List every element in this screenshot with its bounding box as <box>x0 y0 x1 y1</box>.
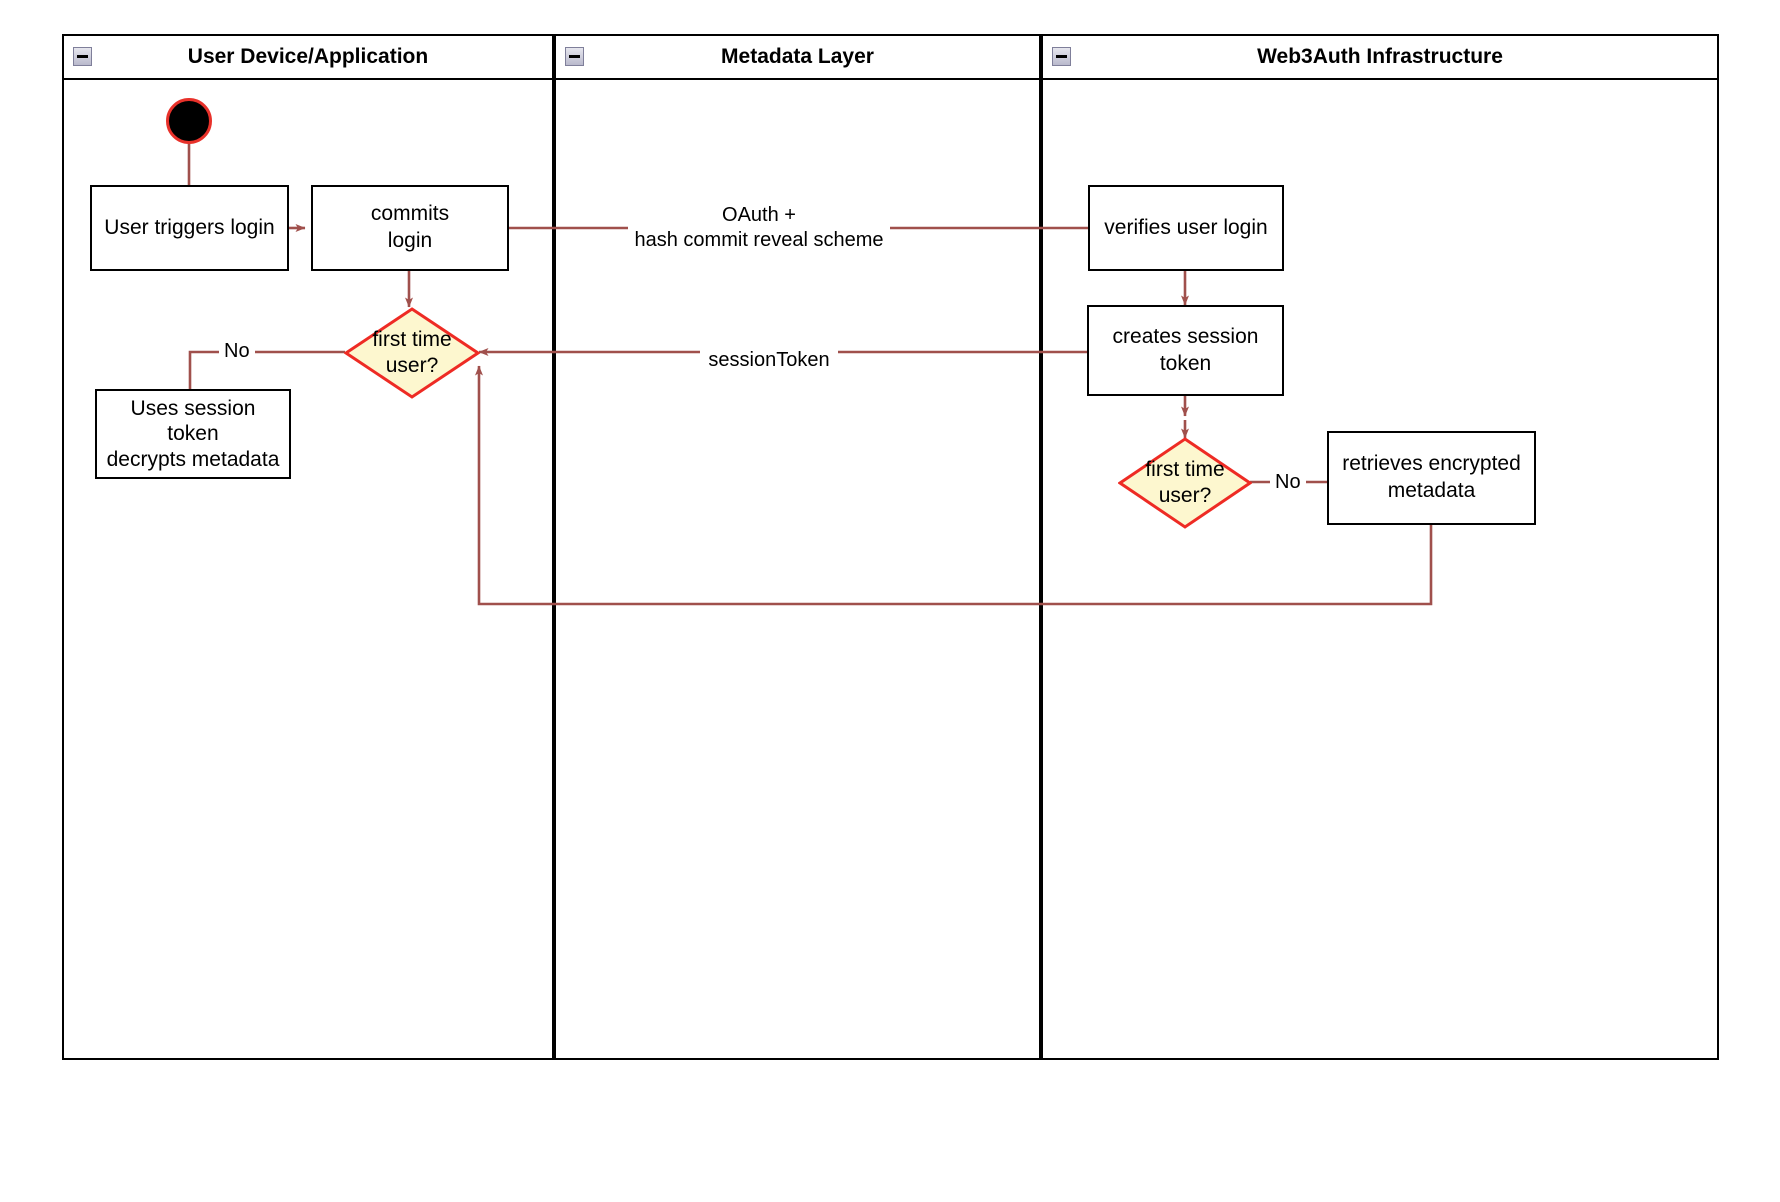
decision-label-left: first time user? <box>372 327 452 377</box>
collapse-minus-icon[interactable] <box>565 47 584 66</box>
node-decision-first-time-user-left[interactable]: first time user? <box>344 307 480 399</box>
edge-label-no-right: No <box>1270 470 1306 495</box>
node-uses-session-token[interactable]: Uses session token decrypts metadata <box>95 389 291 479</box>
start-node[interactable] <box>166 98 212 144</box>
node-retrieves-encrypted-metadata[interactable]: retrieves encrypted metadata <box>1327 431 1536 525</box>
pool-header-user-device: User Device/Application <box>64 36 552 80</box>
pool-title-metadata-layer: Metadata Layer <box>721 45 874 68</box>
collapse-minus-icon[interactable] <box>73 47 92 66</box>
pool-title-user-device: User Device/Application <box>187 45 429 68</box>
node-decision-first-time-user-right[interactable]: first time user? <box>1118 437 1252 529</box>
edge-label-session-token: sessionToken <box>700 348 838 373</box>
edge-label-oauth: OAuth + hash commit reveal scheme <box>628 203 890 253</box>
node-commits-login[interactable]: commits login <box>311 185 509 271</box>
node-verifies-user-login[interactable]: verifies user login <box>1088 185 1284 271</box>
pool-header-web3auth-infrastructure: Web3Auth Infrastructure <box>1043 36 1717 80</box>
node-creates-session-token[interactable]: creates session token <box>1087 305 1284 396</box>
node-user-triggers-login[interactable]: User triggers login <box>90 185 289 271</box>
collapse-minus-icon[interactable] <box>1052 47 1071 66</box>
decision-label-right: first time user? <box>1145 457 1225 507</box>
pool-title-web3auth-infrastructure: Web3Auth Infrastructure <box>1257 45 1503 68</box>
edge-label-no-left: No <box>219 339 255 364</box>
pool-metadata-layer[interactable]: Metadata Layer <box>554 34 1041 1060</box>
pool-header-metadata-layer: Metadata Layer <box>556 36 1039 80</box>
